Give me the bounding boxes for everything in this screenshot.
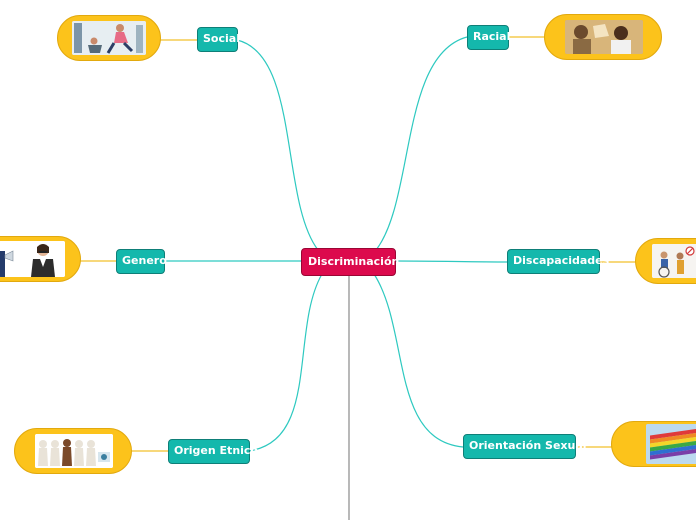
branch-genero[interactable]: Genero <box>116 249 167 274</box>
image-genero[interactable] <box>0 236 81 282</box>
image-origen-etnico[interactable] <box>14 428 132 474</box>
branch-discapacidades[interactable]: Discapacidades <box>507 249 609 274</box>
connector-orientacion-sexual <box>373 273 464 448</box>
central-topic[interactable]: Discriminación <box>301 248 399 276</box>
connector-origen-etnico <box>248 273 323 452</box>
image-discapacidades[interactable] <box>635 238 696 284</box>
disability-photo <box>652 244 696 278</box>
gender-photo <box>0 241 65 277</box>
branch-origen-etnico[interactable]: Origen Etnico <box>168 439 258 464</box>
image-racial[interactable] <box>544 14 662 60</box>
branch-racial[interactable]: Racial <box>467 25 510 50</box>
racial-photo <box>565 20 643 54</box>
bullying-photo <box>72 21 146 55</box>
image-social[interactable] <box>57 15 161 61</box>
branch-orientacion-sexual[interactable]: Orientación Sexual <box>463 434 587 459</box>
branch-social[interactable]: Social <box>197 27 240 52</box>
ethnic-origin-photo <box>35 434 113 468</box>
pride-flag-photo <box>646 424 696 464</box>
connector-racial <box>375 36 468 251</box>
connector-social <box>236 39 319 251</box>
image-orientacion-sexual[interactable] <box>611 421 696 467</box>
connector-discapacidades <box>395 260 508 263</box>
